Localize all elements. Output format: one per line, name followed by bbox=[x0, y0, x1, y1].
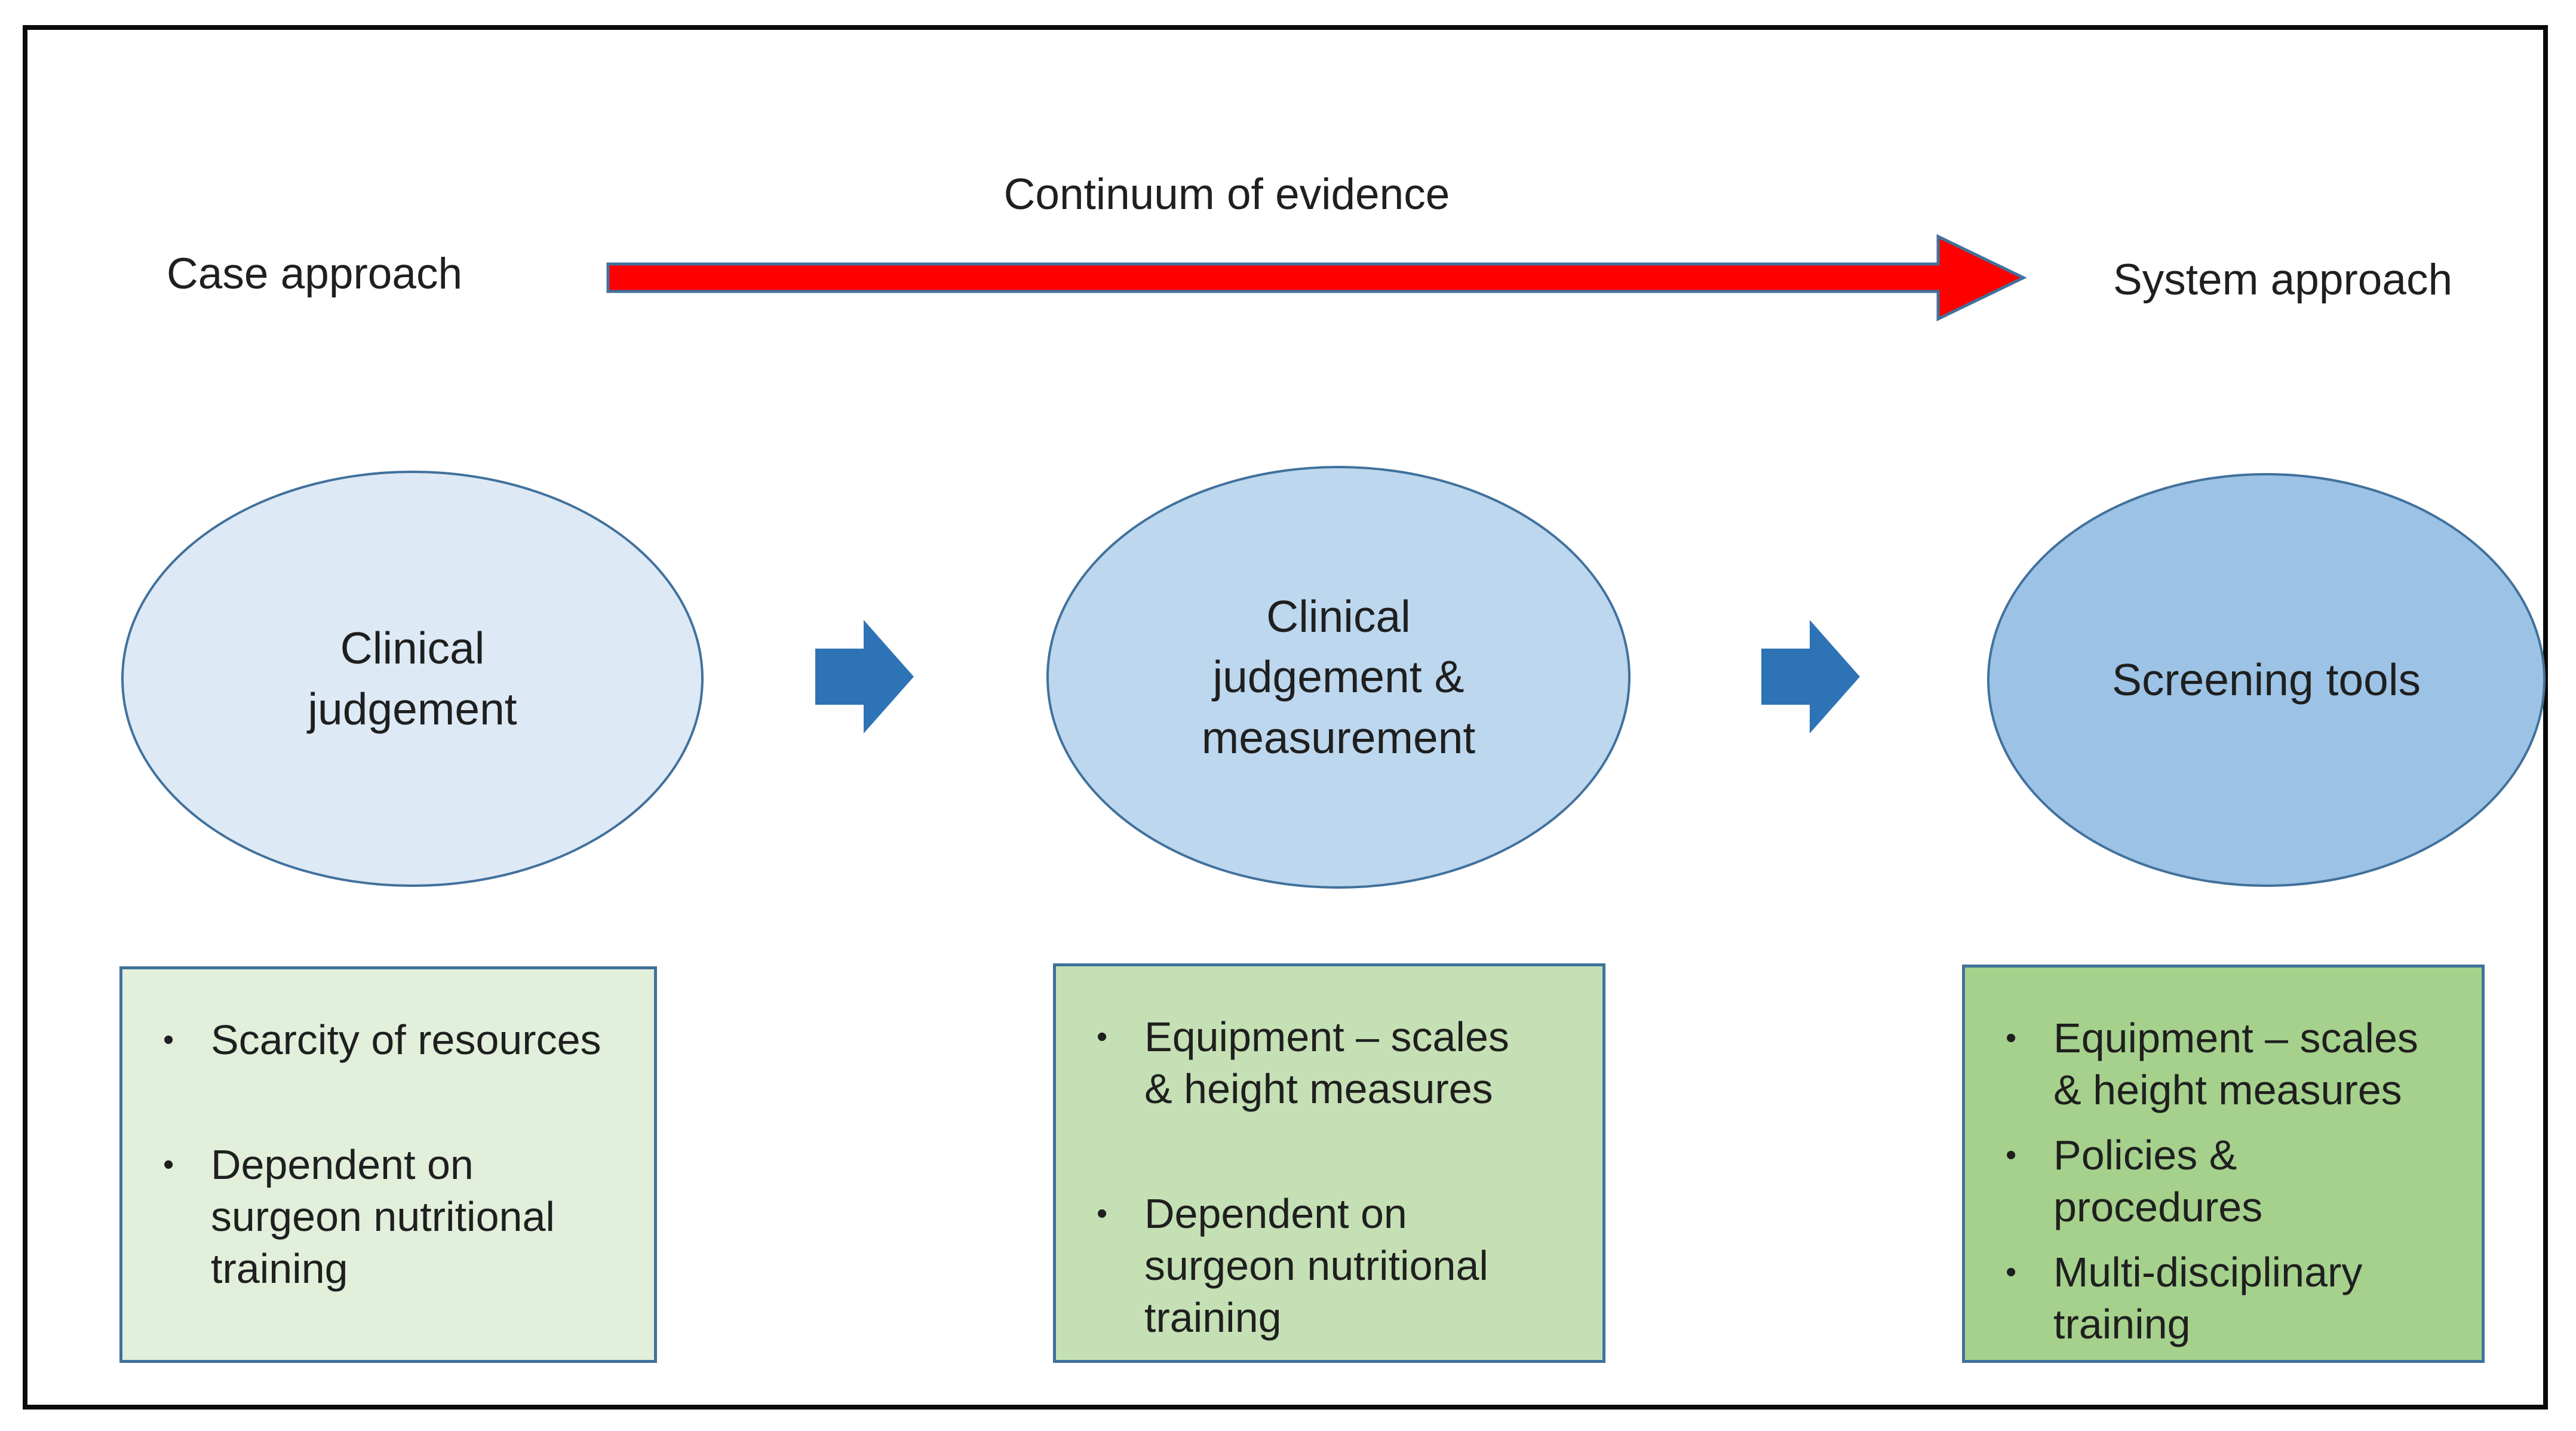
list-item: • Dependent on surgeon nutritional train… bbox=[1092, 1188, 1579, 1344]
list-item: • Equipment – scales & height measures bbox=[2001, 1012, 2458, 1116]
list-item-text: Equipment – scales & height measures bbox=[1144, 1014, 1509, 1112]
bullet-box-system: • Equipment – scales & height measures •… bbox=[1962, 965, 2485, 1363]
ellipse-screening-tools: Screening tools bbox=[1987, 473, 2546, 887]
list-item-text: Dependent on surgeon nutritional trainin… bbox=[211, 1141, 555, 1292]
list-item: • Multi-disciplinary training bbox=[2001, 1246, 2458, 1350]
case-approach-label: Case approach bbox=[167, 250, 463, 298]
system-approach-label: System approach bbox=[2113, 256, 2453, 304]
bullet-icon: • bbox=[1097, 1196, 1108, 1231]
bullet-icon: • bbox=[1097, 1019, 1108, 1054]
list-item: • Scarcity of resources bbox=[158, 1014, 630, 1066]
bullet-icon: • bbox=[2006, 1021, 2017, 1055]
bullet-icon: • bbox=[2006, 1255, 2017, 1289]
bullet-icon: • bbox=[2006, 1138, 2017, 1172]
bullet-box-middle: • Equipment – scales & height measures •… bbox=[1053, 963, 1605, 1363]
list-item-text: Policies & procedures bbox=[2053, 1132, 2263, 1230]
bullet-icon: • bbox=[163, 1022, 174, 1057]
ellipse-label: Clinical judgement & measurement bbox=[1201, 591, 1476, 763]
ellipse-label: Clinical judgement bbox=[308, 623, 517, 734]
list-item: • Equipment – scales & height measures bbox=[1092, 1011, 1579, 1115]
list-item-text: Scarcity of resources bbox=[211, 1017, 601, 1063]
red-right-arrow-icon bbox=[606, 234, 2027, 321]
continuum-title: Continuum of evidence bbox=[1003, 170, 1450, 219]
ellipse-clinical-judgement: Clinical judgement bbox=[121, 471, 704, 887]
bullet-box-case: • Scarcity of resources • Dependent on s… bbox=[119, 966, 657, 1363]
ellipse-clinical-judgement-measurement: Clinical judgement & measurement bbox=[1046, 466, 1631, 889]
list-item-text: Dependent on surgeon nutritional trainin… bbox=[1144, 1190, 1488, 1341]
bullet-icon: • bbox=[163, 1147, 174, 1182]
ellipse-label: Screening tools bbox=[2112, 654, 2421, 705]
list-item: • Policies & procedures bbox=[2001, 1129, 2458, 1233]
list-item-text: Multi-disciplinary training bbox=[2053, 1249, 2363, 1347]
blue-right-arrow-icon bbox=[1761, 620, 1860, 733]
list-item: • Dependent on surgeon nutritional train… bbox=[158, 1139, 630, 1295]
list-item-text: Equipment – scales & height measures bbox=[2053, 1015, 2418, 1113]
blue-right-arrow-icon bbox=[815, 620, 914, 733]
